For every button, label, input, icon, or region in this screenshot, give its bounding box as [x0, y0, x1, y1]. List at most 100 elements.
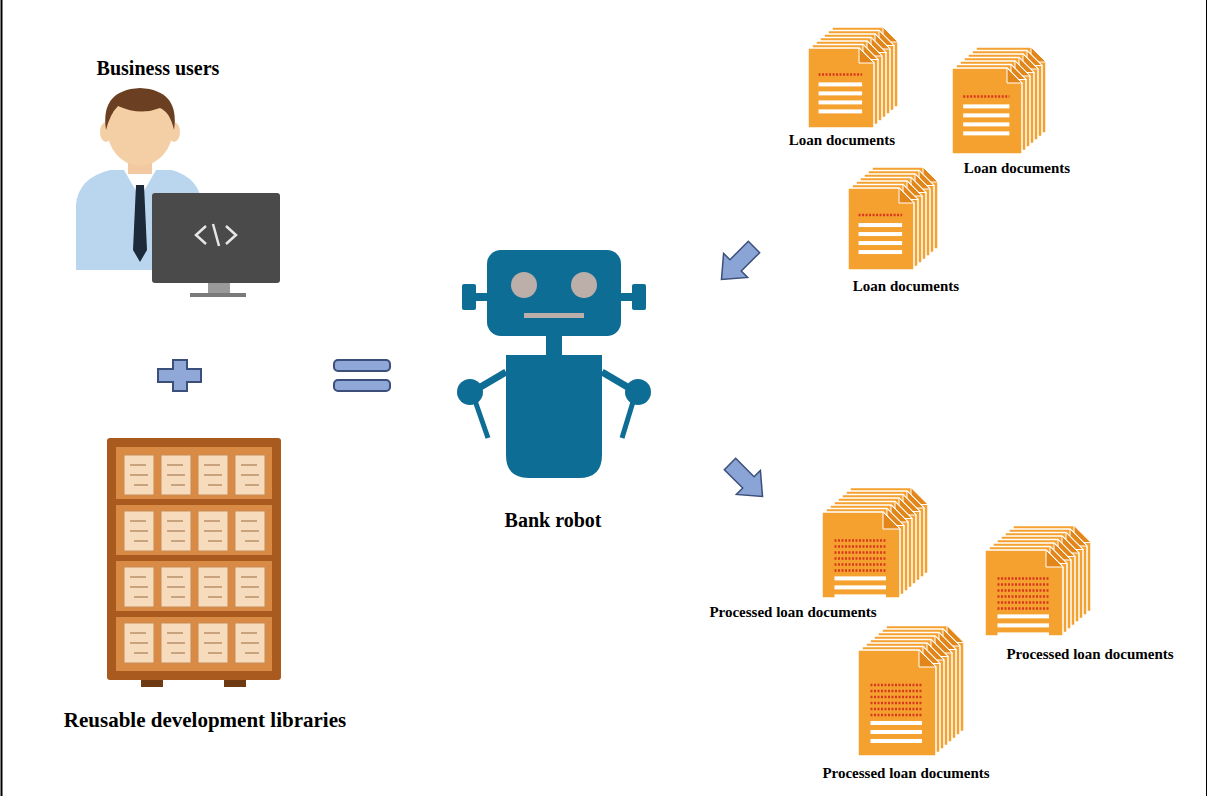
illustration-part	[134, 596, 148, 598]
illustration-part	[204, 642, 222, 644]
library-card	[235, 511, 265, 551]
document-label: Processed loan documents	[1006, 646, 1173, 663]
illustration-part	[130, 576, 146, 578]
illustration-part	[171, 540, 185, 542]
shelf-board	[116, 611, 272, 617]
shelf-board	[116, 499, 272, 505]
illustration-part	[834, 569, 885, 572]
illustration-part	[167, 464, 183, 466]
illustration-part	[870, 721, 921, 725]
illustration-part	[208, 540, 222, 542]
illustration-part	[859, 48, 874, 63]
illustration-part	[208, 652, 222, 654]
library-card	[124, 455, 154, 495]
document-label: Loan documents	[789, 132, 895, 149]
illustration-part	[241, 474, 259, 476]
illustration-part	[241, 576, 257, 578]
document-stack	[822, 488, 928, 599]
illustration-part	[997, 614, 1048, 618]
illustration-part	[819, 100, 863, 104]
illustration-part	[241, 520, 257, 522]
illustration-part	[870, 684, 921, 687]
illustration-part	[245, 484, 259, 486]
plus-sign	[158, 360, 201, 391]
illustration-part	[997, 601, 1048, 604]
illustration-part	[241, 642, 259, 644]
illustration-part	[919, 650, 936, 667]
frame-line	[1206, 0, 1207, 796]
illustration-part	[870, 690, 921, 693]
illustration-part	[134, 540, 148, 542]
document-page	[858, 650, 936, 756]
illustration-part	[870, 739, 921, 743]
illustration-part	[997, 583, 1048, 586]
illustration-part	[870, 730, 921, 734]
library-card	[161, 623, 191, 663]
illustration-part	[834, 545, 885, 548]
illustration-part	[963, 131, 1009, 135]
document-page	[808, 48, 874, 128]
illustration-part	[870, 696, 921, 699]
illustration-part	[204, 530, 222, 532]
library-card	[124, 623, 154, 663]
illustration-part	[819, 91, 863, 95]
caption-label: Business users	[97, 57, 220, 80]
flow-arrow	[709, 235, 766, 292]
illustration-part	[130, 642, 148, 644]
library-card	[235, 623, 265, 663]
illustration-part	[859, 250, 903, 254]
illustration-part	[859, 232, 903, 236]
illustration-part	[167, 586, 185, 588]
illustration-part	[997, 632, 1048, 636]
illustration-part	[997, 577, 1048, 580]
illustration-part	[870, 708, 921, 711]
illustration-part	[819, 73, 863, 76]
library-card	[198, 511, 228, 551]
document-stack	[858, 626, 964, 757]
illustration-part	[1007, 68, 1022, 83]
bookshelf-icon	[107, 438, 281, 687]
illustration-part	[834, 585, 885, 589]
illustration-part	[997, 589, 1048, 592]
illustration-part	[819, 109, 863, 113]
illustration-part	[130, 632, 146, 634]
library-card	[235, 567, 265, 607]
frame-line	[1, 0, 3, 796]
illustration-part	[171, 596, 185, 598]
illustration-part	[134, 652, 148, 654]
library-card	[161, 455, 191, 495]
flow-arrow	[718, 452, 775, 509]
document-stack	[952, 47, 1046, 154]
library-card	[235, 455, 265, 495]
illustration-part	[819, 82, 863, 86]
illustration-part	[167, 530, 185, 532]
library-card	[198, 455, 228, 495]
document-label: Processed loan documents	[822, 765, 989, 782]
illustration-part	[899, 188, 914, 203]
business-user-icon	[76, 88, 280, 297]
illustration-part	[997, 595, 1048, 598]
illustration-part	[134, 484, 148, 486]
illustration-part	[167, 632, 183, 634]
library-card	[124, 567, 154, 607]
illustration-part	[204, 474, 222, 476]
illustration-part	[204, 520, 220, 522]
library-card	[198, 623, 228, 663]
illustration-part	[167, 642, 185, 644]
illustration-part	[834, 576, 885, 580]
document-label: Processed loan documents	[709, 604, 876, 621]
illustration-part	[167, 474, 185, 476]
illustration-part	[204, 632, 220, 634]
illustration-part	[130, 530, 148, 532]
illustration-part	[204, 586, 222, 588]
document-label: Loan documents	[853, 278, 959, 295]
illustration-part	[167, 576, 183, 578]
illustration-part	[171, 652, 185, 654]
illustration-part	[245, 652, 259, 654]
illustration-part	[859, 214, 903, 217]
illustration-part	[241, 586, 259, 588]
document-stack	[985, 526, 1091, 637]
document-stack	[808, 27, 898, 128]
document-page	[985, 550, 1063, 636]
library-card	[198, 567, 228, 607]
